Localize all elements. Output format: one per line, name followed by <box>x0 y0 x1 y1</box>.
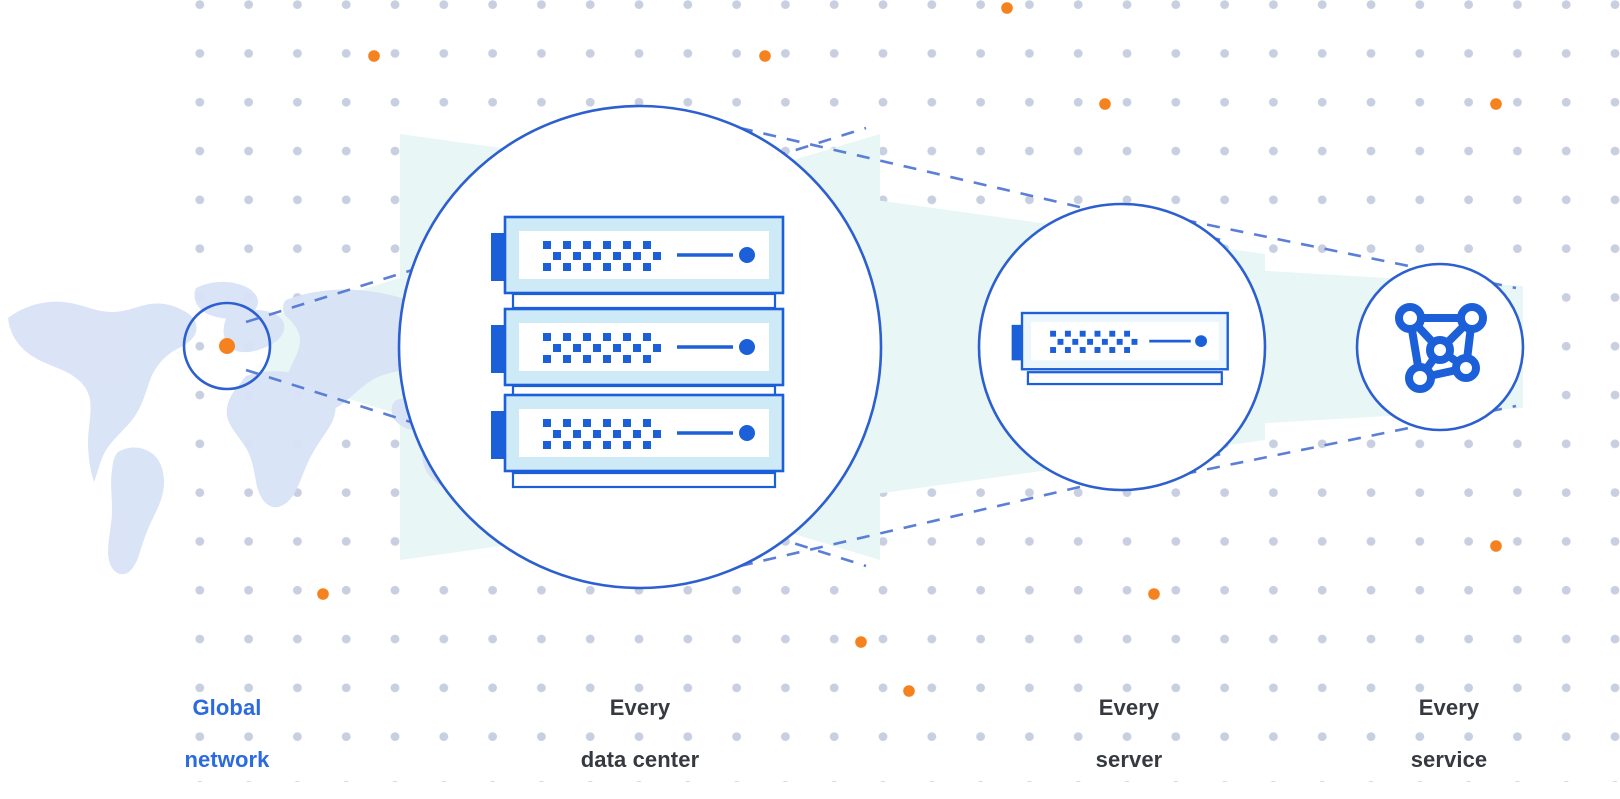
mesh-node-top-right <box>1457 303 1487 333</box>
diagram-canvas: Global network Every data center Every s… <box>8 0 1620 782</box>
network-mesh-icon <box>1395 303 1487 393</box>
accent-dot <box>1099 98 1111 110</box>
mesh-node-bottom-right <box>1452 354 1480 382</box>
accent-dot <box>1001 2 1013 14</box>
connector-server-service-bottom <box>1159 404 1517 481</box>
accent-dot <box>855 636 867 648</box>
map-location-marker <box>219 338 235 354</box>
accent-dot <box>903 685 915 697</box>
accent-dots <box>317 2 1502 697</box>
accent-dot <box>317 588 329 600</box>
accent-dot <box>1148 588 1160 600</box>
accent-dot <box>759 50 771 62</box>
connector-server-service-top <box>1159 213 1517 290</box>
connector-global-datacenter-bottom <box>245 368 867 568</box>
accent-dot <box>368 50 380 62</box>
mesh-node-top-left <box>1395 303 1425 333</box>
accent-dot <box>1490 540 1502 552</box>
map-highlight-circle <box>182 301 272 391</box>
single-server-illustration <box>1011 311 1229 386</box>
mesh-node-bottom-left <box>1405 363 1435 393</box>
accent-dot <box>1490 98 1502 110</box>
mesh-node-center <box>1426 336 1454 364</box>
